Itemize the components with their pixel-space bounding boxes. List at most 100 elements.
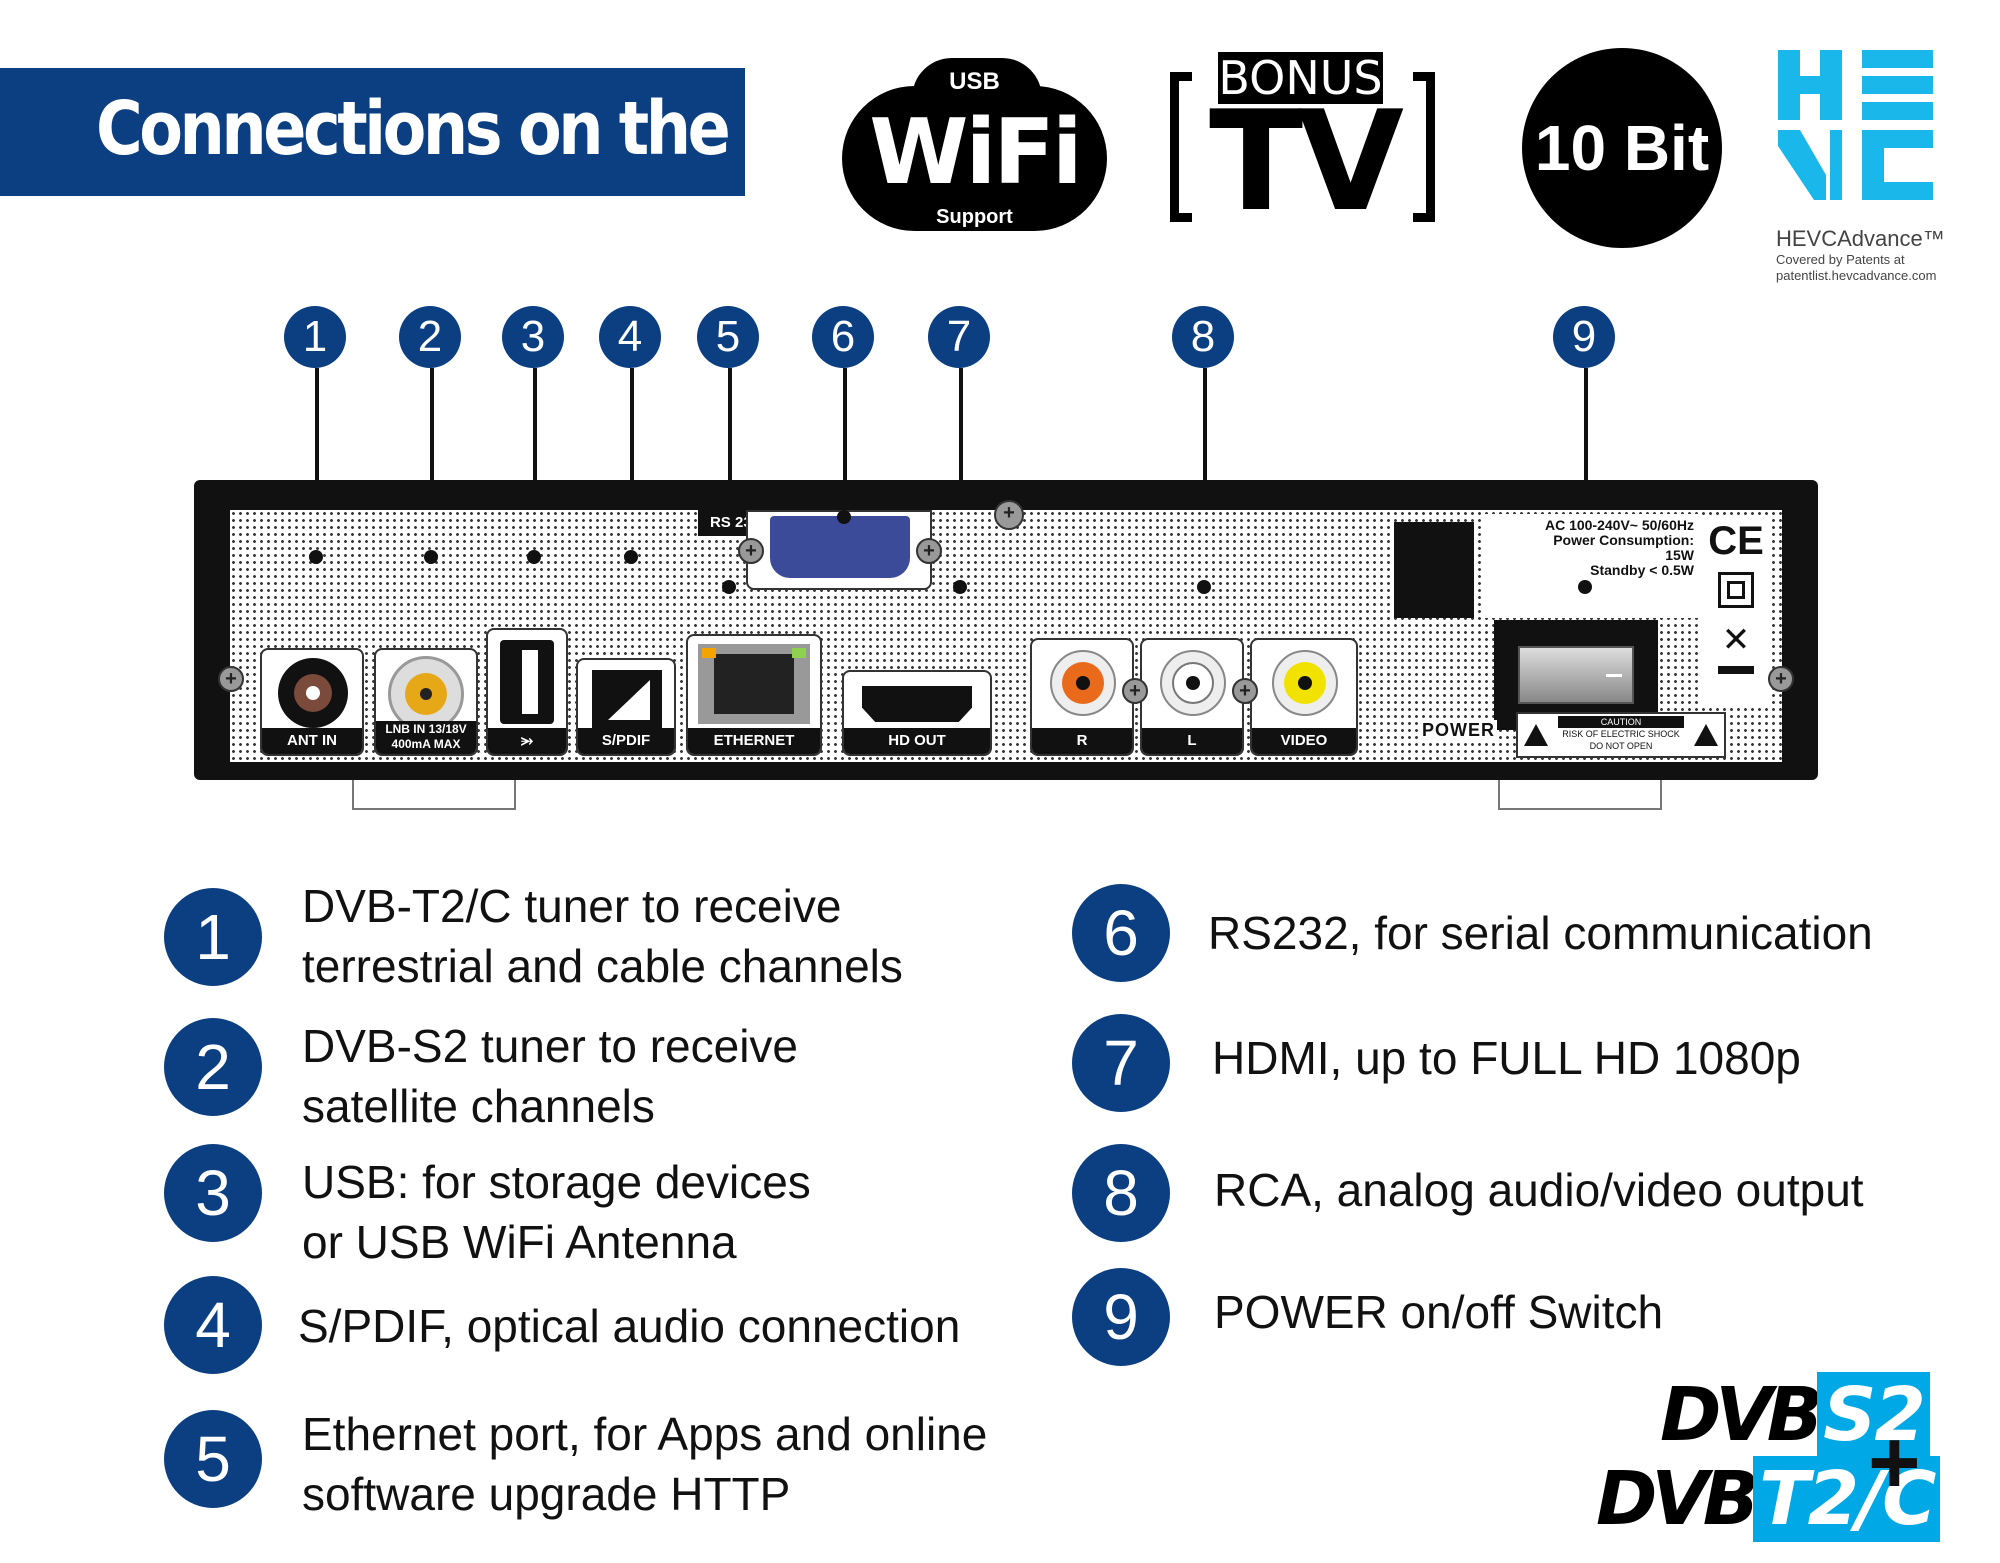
ce-mark: CE [1708, 519, 1764, 563]
desc-text-6: RS232, for serial communication [1208, 907, 1873, 959]
rs232-screw-right: + [916, 538, 942, 564]
hevc-logo [1778, 50, 1933, 200]
rca-l-label: L [1142, 728, 1242, 754]
lnb-in-label-2: 400mA MAX [391, 737, 461, 751]
rating-line-1: AC 100-240V~ 50/60Hz [1544, 517, 1694, 533]
weee-bin-icon: ✕ [1721, 621, 1751, 659]
desc-number-6: 6 [1072, 884, 1170, 982]
desc-text-8: RCA, analog audio/video output [1214, 1164, 1864, 1216]
device-foot-left [352, 780, 516, 810]
rca-r-port: R [1030, 638, 1134, 756]
desc-text-4: S/PDIF, optical audio connection [298, 1300, 961, 1352]
power-label: POWER [1420, 720, 1498, 741]
spdif-port: S/PDIF [576, 658, 676, 756]
callout-3: 3 [502, 306, 564, 368]
callout-6: 6 [812, 306, 874, 368]
lnb-in-port: LNB IN 13/18V 400mA MAX [374, 648, 478, 756]
wifi-logo-support-text: Support [936, 206, 1013, 228]
leader-line-4 [630, 368, 634, 558]
rca-l-port: L [1140, 638, 1244, 756]
hd-out-label: HD OUT [844, 728, 990, 754]
rca-screw-1: + [1122, 678, 1148, 704]
usb-wifi-support-logo: USB WiFi Support [842, 58, 1107, 240]
rca-screw-2: + [1232, 678, 1258, 704]
leader-line-6 [843, 368, 847, 518]
desc-text-9: POWER on/off Switch [1214, 1286, 1664, 1338]
title-banner: Connections on the back [0, 68, 904, 196]
rating-line-3: 15W [1665, 547, 1694, 563]
desc-text-2: DVB-S2 tuner to receive satellite channe… [302, 1020, 799, 1132]
rating-line-2: Power Consumption: [1553, 532, 1694, 548]
leader-line-5 [728, 368, 732, 588]
desc-number-4: 4 [164, 1276, 262, 1374]
ethernet-label: ETHERNET [688, 728, 820, 754]
ten-bit-logo: 10 Bit [1522, 48, 1722, 248]
chassis-screw-right: + [1768, 666, 1794, 692]
bonus-text: BONUS [1218, 51, 1383, 105]
desc-text-5: Ethernet port, for Apps and online softw… [302, 1408, 988, 1520]
spdif-label: S/PDIF [578, 728, 674, 754]
ethernet-port: ETHERNET [686, 634, 822, 756]
device-foot-right [1498, 780, 1662, 810]
desc-number-8: 8 [1072, 1144, 1170, 1242]
callout-4: 4 [599, 306, 661, 368]
desc-text-3: USB: for storage devices or USB WiFi Ant… [302, 1156, 811, 1268]
desc-text-1: DVB-T2/C tuner to receive terrestrial an… [302, 880, 903, 992]
power-switch[interactable] [1494, 620, 1658, 730]
desc-number-2: 2 [164, 1018, 262, 1116]
bonus-tv-logo: BONUS TV [1170, 51, 1435, 242]
dvb-s2-t2c-logo: DVBS2 DVBT2/C + [1596, 1372, 1941, 1542]
fuse-holder [1394, 522, 1474, 618]
dvb-text-1: DVB [1660, 1372, 1823, 1458]
wifi-logo-main-text: WiFi [869, 100, 1082, 205]
ant-in-port: ANT IN [260, 648, 364, 756]
desc-text-7: HDMI, up to FULL HD 1080p [1212, 1032, 1801, 1084]
dvb-s2-text: S2 [1817, 1372, 1930, 1458]
warning-triangle-icon [1524, 724, 1548, 746]
caution-label: CAUTION RISK OF ELECTRIC SHOCK DO NOT OP… [1516, 712, 1726, 758]
rca-video-port: VIDEO [1250, 638, 1358, 756]
rca-video-label: VIDEO [1252, 728, 1356, 754]
callout-9: 9 [1553, 306, 1615, 368]
power-rating-label: AC 100-240V~ 50/60Hz Power Consumption: … [1482, 514, 1702, 618]
leader-line-9 [1584, 368, 1588, 588]
leader-line-3 [533, 368, 537, 558]
wifi-logo-usb-text: USB [949, 68, 1000, 95]
hd-out-port: HD OUT [842, 670, 992, 756]
dvb-plus-sign: + [1868, 1413, 1921, 1513]
rs232-screw-left: + [738, 538, 764, 564]
callout-5: 5 [697, 306, 759, 368]
usb-symbol-label: ⭃ [488, 728, 566, 754]
leader-line-8 [1203, 368, 1207, 588]
hevc-advance-brand: HEVCAdvance™ [1776, 226, 1945, 251]
leader-line-7 [959, 368, 963, 588]
dvb-t2c-text: T2/C [1753, 1456, 1941, 1542]
rating-line-4: Standby < 0.5W [1590, 562, 1694, 578]
chassis-screw-top: + [994, 500, 1024, 530]
hevc-patents-line2: patentlist.hevcadvance.com [1776, 268, 1937, 283]
leader-line-1 [315, 368, 319, 558]
ant-in-label: ANT IN [262, 728, 362, 754]
rca-r-label: R [1032, 728, 1132, 754]
receiver-back-panel: ANT IN LNB IN 13/18V 400mA MAX ⭃ S/PDIF [194, 480, 1818, 780]
callout-2: 2 [399, 306, 461, 368]
cert-marks: CE ✕ [1702, 518, 1770, 708]
desc-number-3: 3 [164, 1144, 262, 1242]
warning-triangle-icon-right [1694, 724, 1718, 746]
double-insulation-icon [1718, 572, 1754, 608]
hevc-patents-line1: Covered by Patents at [1776, 252, 1905, 267]
leader-line-2 [430, 368, 434, 558]
tv-text: TV [1209, 81, 1404, 242]
caution-line-1: RISK OF ELECTRIC SHOCK [1562, 729, 1680, 739]
callout-1: 1 [284, 306, 346, 368]
callout-8: 8 [1172, 306, 1234, 368]
desc-number-9: 9 [1072, 1268, 1170, 1366]
lnb-in-label-1: LNB IN 13/18V [385, 722, 467, 736]
desc-number-1: 1 [164, 888, 262, 986]
caution-line-2: DO NOT OPEN [1589, 741, 1653, 751]
usb-port: ⭃ [486, 628, 568, 756]
desc-number-5: 5 [164, 1410, 262, 1508]
callout-7: 7 [928, 306, 990, 368]
chassis-screw-left: + [218, 666, 244, 692]
dvb-text-2: DVB [1596, 1456, 1759, 1542]
